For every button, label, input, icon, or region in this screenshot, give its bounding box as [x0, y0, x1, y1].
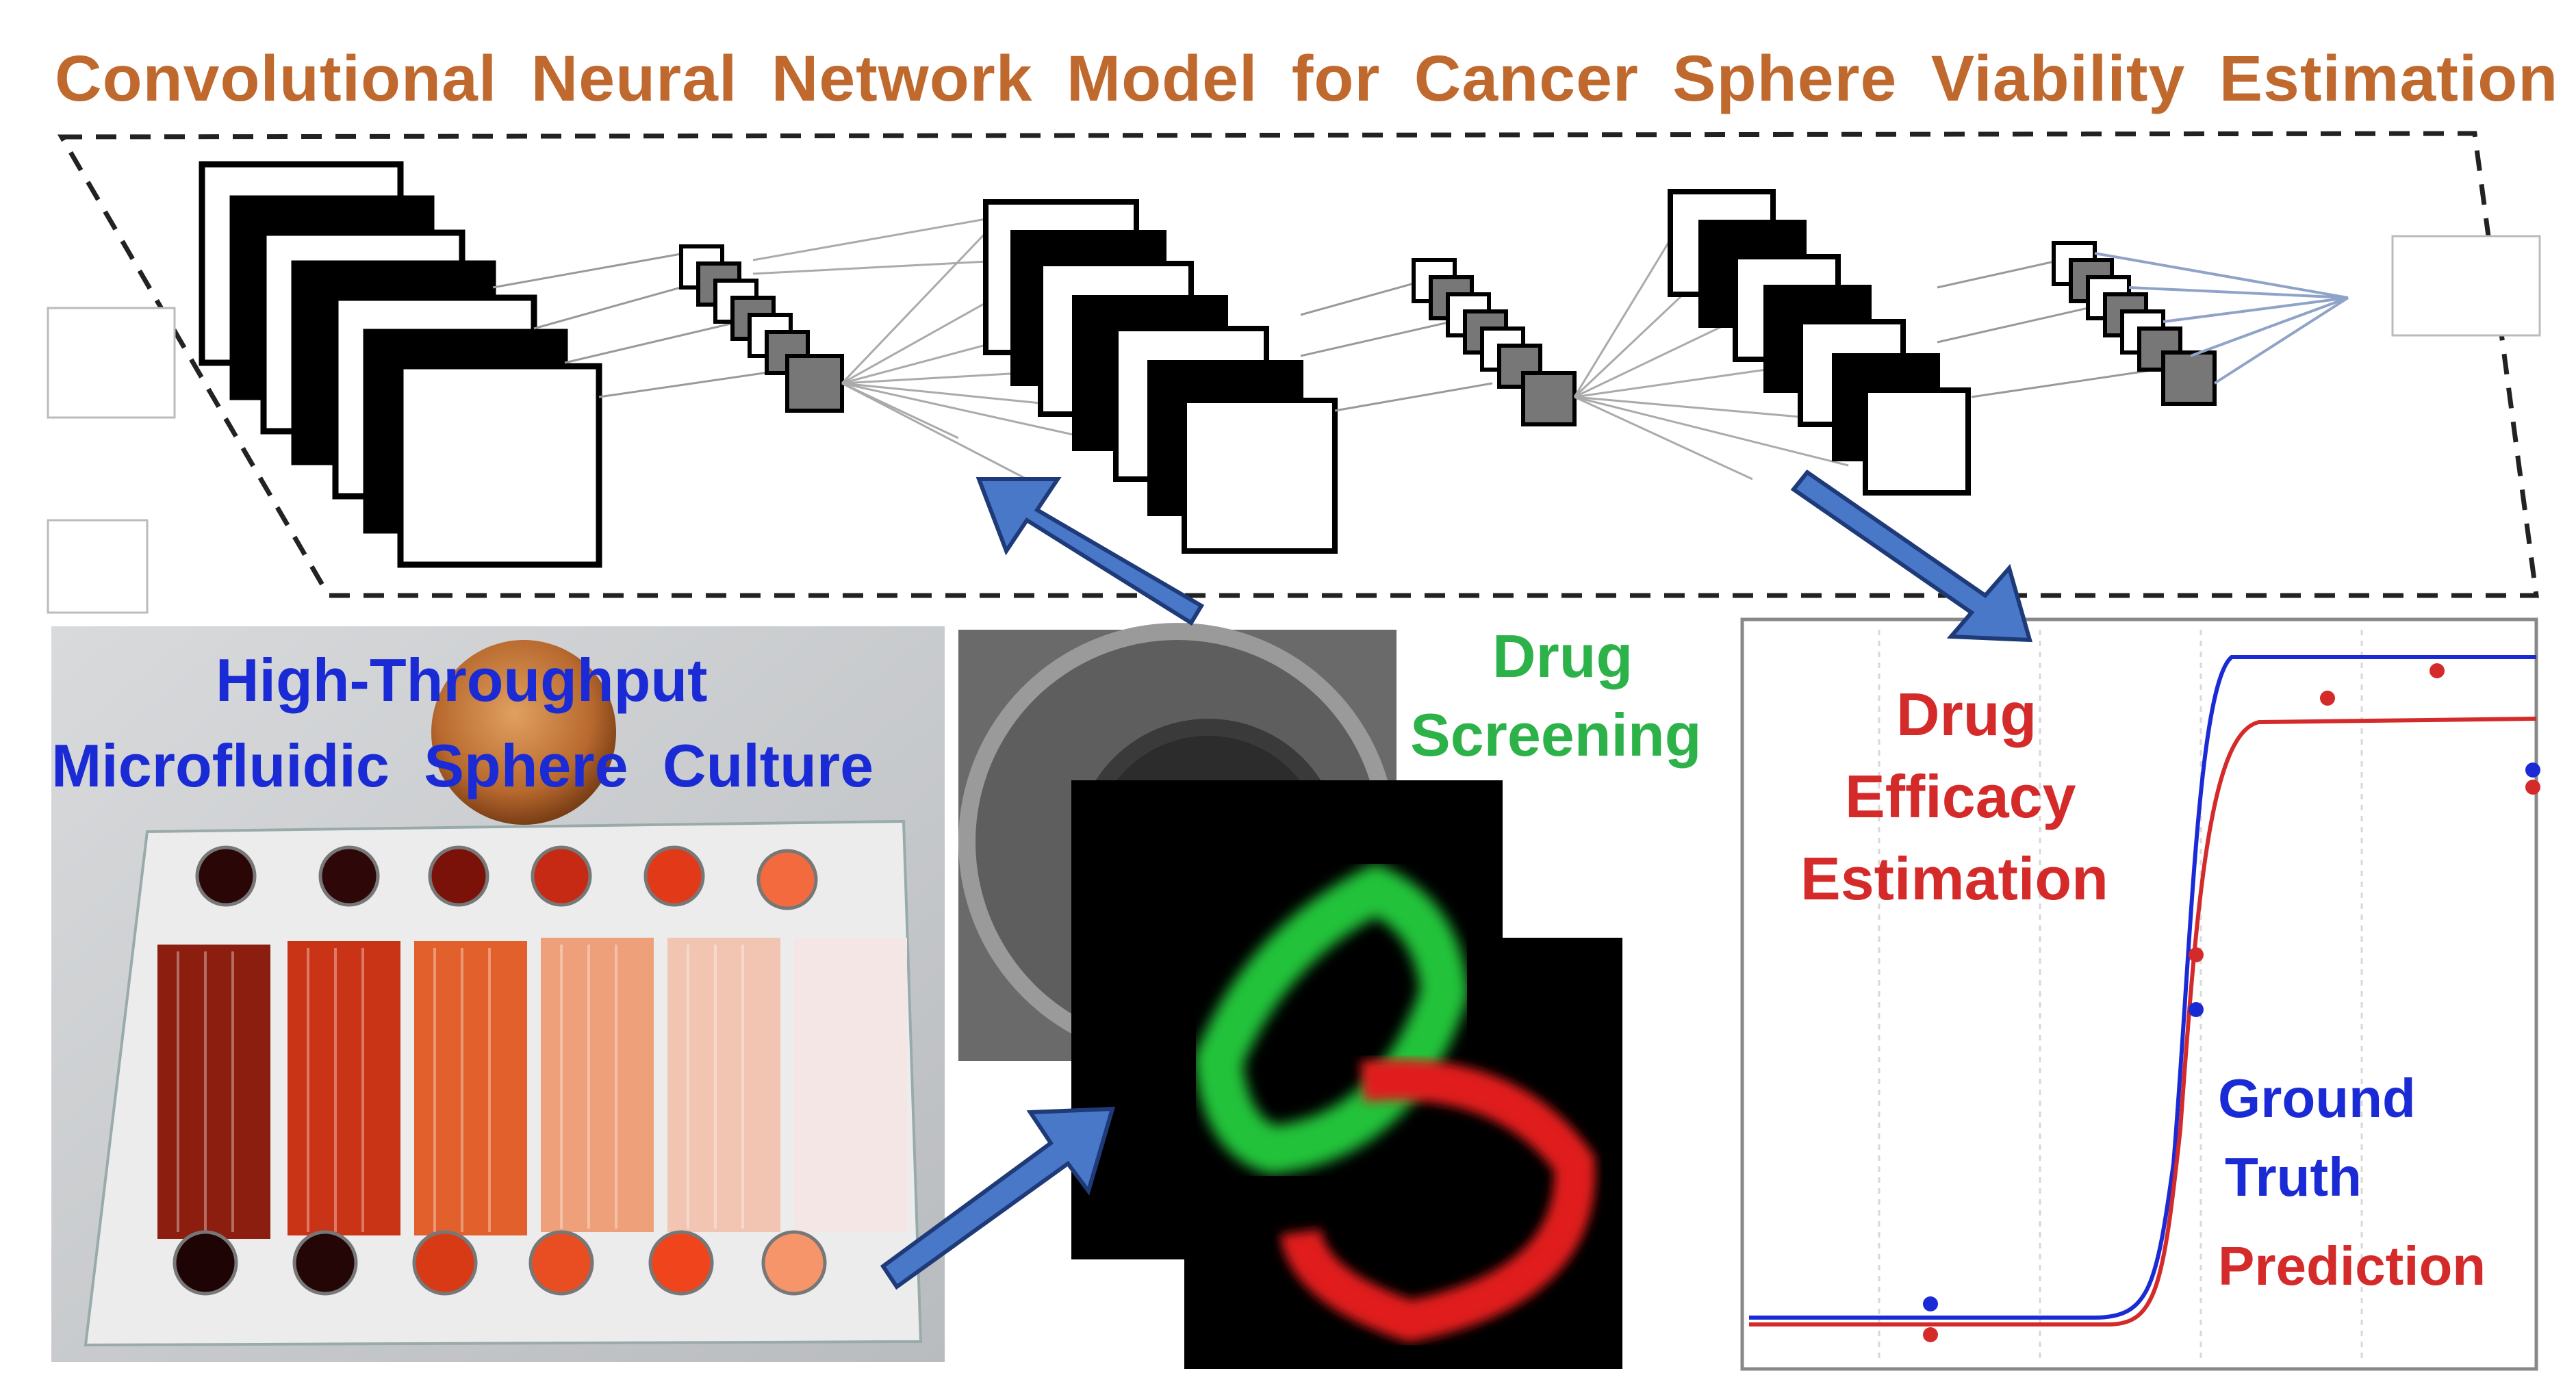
pool-layer-2 — [1412, 258, 1577, 426]
culture-label: High-Throughput — [216, 646, 708, 714]
dose-response-chart — [1740, 617, 2540, 1371]
efficacy-label: Drug — [1896, 680, 2037, 748]
fluorescence-sphere-icon — [1071, 780, 1622, 1369]
pool-layer-1 — [679, 244, 844, 413]
cnn-diagram-icon — [47, 131, 2541, 614]
arrow-icon — [880, 1106, 1116, 1290]
efficacy-label: Efficacy — [1845, 762, 2076, 830]
screening-label: Drug — [1492, 622, 1633, 690]
legend-prediction: Prediction — [2218, 1235, 2486, 1296]
conv-layer-2 — [983, 199, 1338, 554]
figure-title: Convolutional Neural Network Model for C… — [55, 42, 2559, 115]
arrow-icon — [975, 477, 1205, 626]
screening-label: Screening — [1410, 701, 1702, 769]
pool-layer-3 — [2052, 241, 2217, 406]
efficacy-label: Estimation — [1800, 845, 2108, 912]
culture-label: Microfluidic Sphere Culture — [51, 732, 874, 799]
legend-ground-truth: Truth — [2225, 1146, 2362, 1207]
arrow-icon — [1790, 469, 2033, 643]
coin-icon — [431, 640, 616, 825]
conv-layer-1 — [199, 161, 602, 568]
conv-layer-3 — [1668, 189, 1971, 496]
legend-ground-truth: Ground — [2218, 1068, 2416, 1129]
